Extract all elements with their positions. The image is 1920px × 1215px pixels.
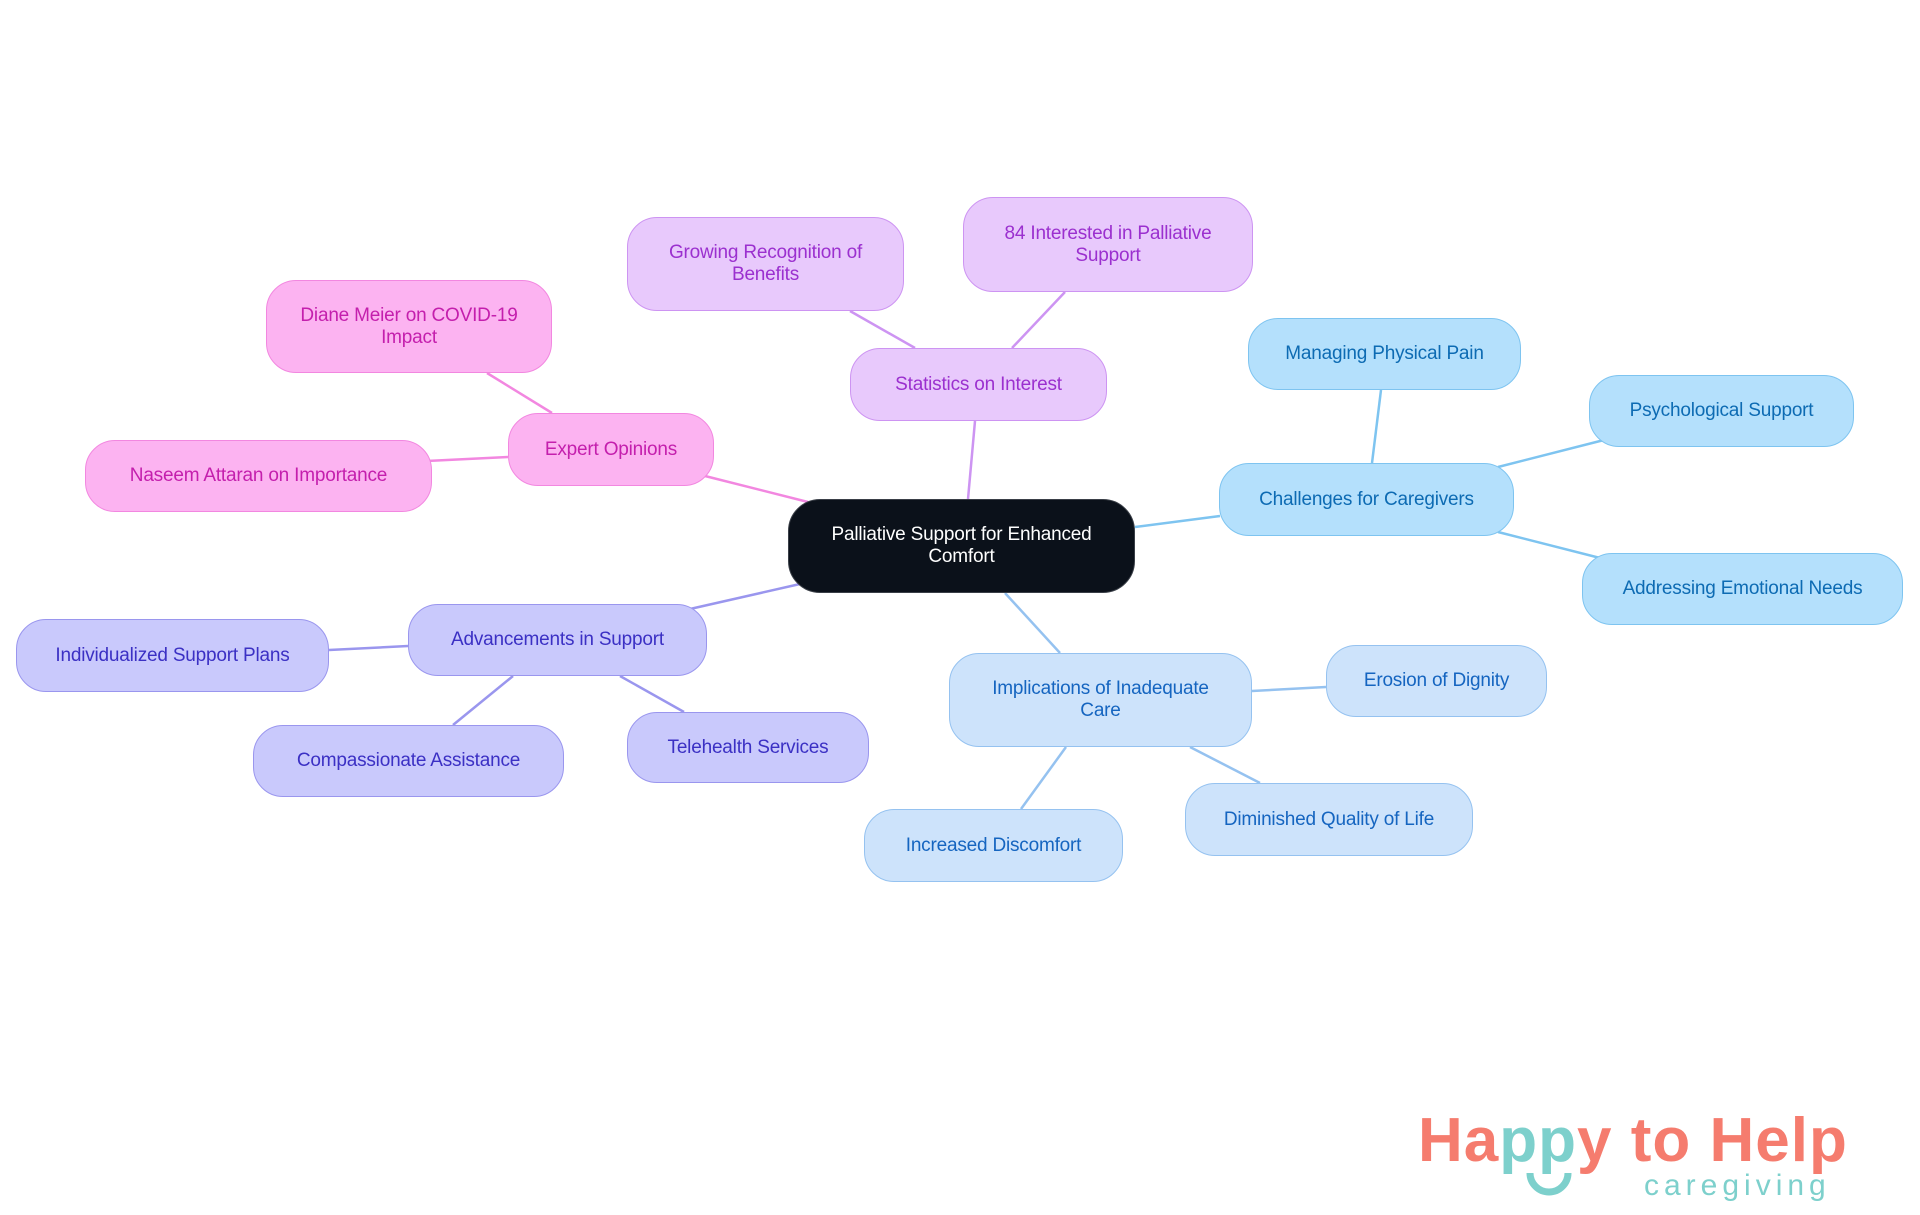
branch-statistics-on-interest[interactable]: Statistics on Interest — [850, 348, 1107, 421]
leaf-label: Managing Physical Pain — [1285, 343, 1484, 364]
smile-icon — [1526, 1172, 1572, 1196]
leaf-label: Naseem Attaran on Importance — [129, 465, 388, 486]
happy-to-help-logo: Happy to Help caregiving — [1418, 1105, 1888, 1205]
branch-label: Implications of Inadequate Care — [992, 678, 1209, 721]
branch-challenges-for-caregivers[interactable]: Challenges for Caregivers — [1219, 463, 1514, 536]
leaf-psychological-support[interactable]: Psychological Support — [1589, 375, 1854, 447]
leaf-label: Growing Recognition of Benefits — [668, 242, 863, 285]
leaf-label: Erosion of Dignity — [1363, 670, 1510, 691]
leaf-label: Individualized Support Plans — [55, 644, 290, 666]
leaf-naseem-attaran-on-importance[interactable]: Naseem Attaran on Importance — [85, 440, 432, 512]
leaf-erosion-of-dignity[interactable]: Erosion of Dignity — [1326, 645, 1547, 717]
leaf-label: Diminished Quality of Life — [1223, 808, 1435, 830]
leaf-individualized-support-plans[interactable]: Individualized Support Plans — [16, 619, 329, 692]
branch-label: Expert Opinions — [544, 438, 678, 460]
leaf-label: Psychological Support — [1629, 400, 1814, 421]
leaf-diane-meier-on-covid-19-impact[interactable]: Diane Meier on COVID-19 Impact — [266, 280, 552, 373]
branch-implications-of-inadequate-care[interactable]: Implications of Inadequate Care — [949, 653, 1252, 747]
branch-advancements-in-support[interactable]: Advancements in Support — [408, 604, 707, 676]
leaf-managing-physical-pain[interactable]: Managing Physical Pain — [1248, 318, 1521, 390]
branch-label: Challenges for Caregivers — [1259, 488, 1474, 510]
root-label: Palliative Support for Enhanced Comfort — [831, 524, 1092, 567]
branch-label: Advancements in Support — [451, 629, 664, 650]
leaf-label: Diane Meier on COVID-19 Impact — [300, 304, 518, 348]
logo-wordmark: Happy to Help — [1418, 1105, 1848, 1176]
leaf-label: Telehealth Services — [667, 736, 829, 758]
leaf-label: Addressing Emotional Needs — [1622, 578, 1863, 599]
leaf-growing-recognition-of-benefits[interactable]: Growing Recognition of Benefits — [627, 217, 904, 311]
leaf-telehealth-services[interactable]: Telehealth Services — [627, 712, 869, 783]
logo-subtitle: caregiving — [1644, 1169, 1831, 1202]
leaf-compassionate-assistance[interactable]: Compassionate Assistance — [253, 725, 564, 797]
leaf-label: Increased Discomfort — [905, 834, 1082, 856]
root-node[interactable]: Palliative Support for Enhanced Comfort — [788, 499, 1135, 593]
leaf-addressing-emotional-needs[interactable]: Addressing Emotional Needs — [1582, 553, 1903, 625]
leaf-label: Compassionate Assistance — [296, 750, 521, 771]
branch-expert-opinions[interactable]: Expert Opinions — [508, 413, 714, 486]
leaf-diminished-quality-of-life[interactable]: Diminished Quality of Life — [1185, 783, 1473, 856]
leaf-84-interested-in-palliative-support[interactable]: 84 Interested in Palliative Support — [963, 197, 1253, 292]
branch-label: Statistics on Interest — [895, 373, 1062, 395]
logo-text-pp: pp — [1499, 1106, 1578, 1175]
logo-text-ha: Ha — [1418, 1106, 1500, 1175]
leaf-increased-discomfort[interactable]: Increased Discomfort — [864, 809, 1123, 882]
leaf-label: 84 Interested in Palliative Support — [1004, 222, 1212, 266]
logo-text-rest: y to Help — [1577, 1106, 1848, 1175]
